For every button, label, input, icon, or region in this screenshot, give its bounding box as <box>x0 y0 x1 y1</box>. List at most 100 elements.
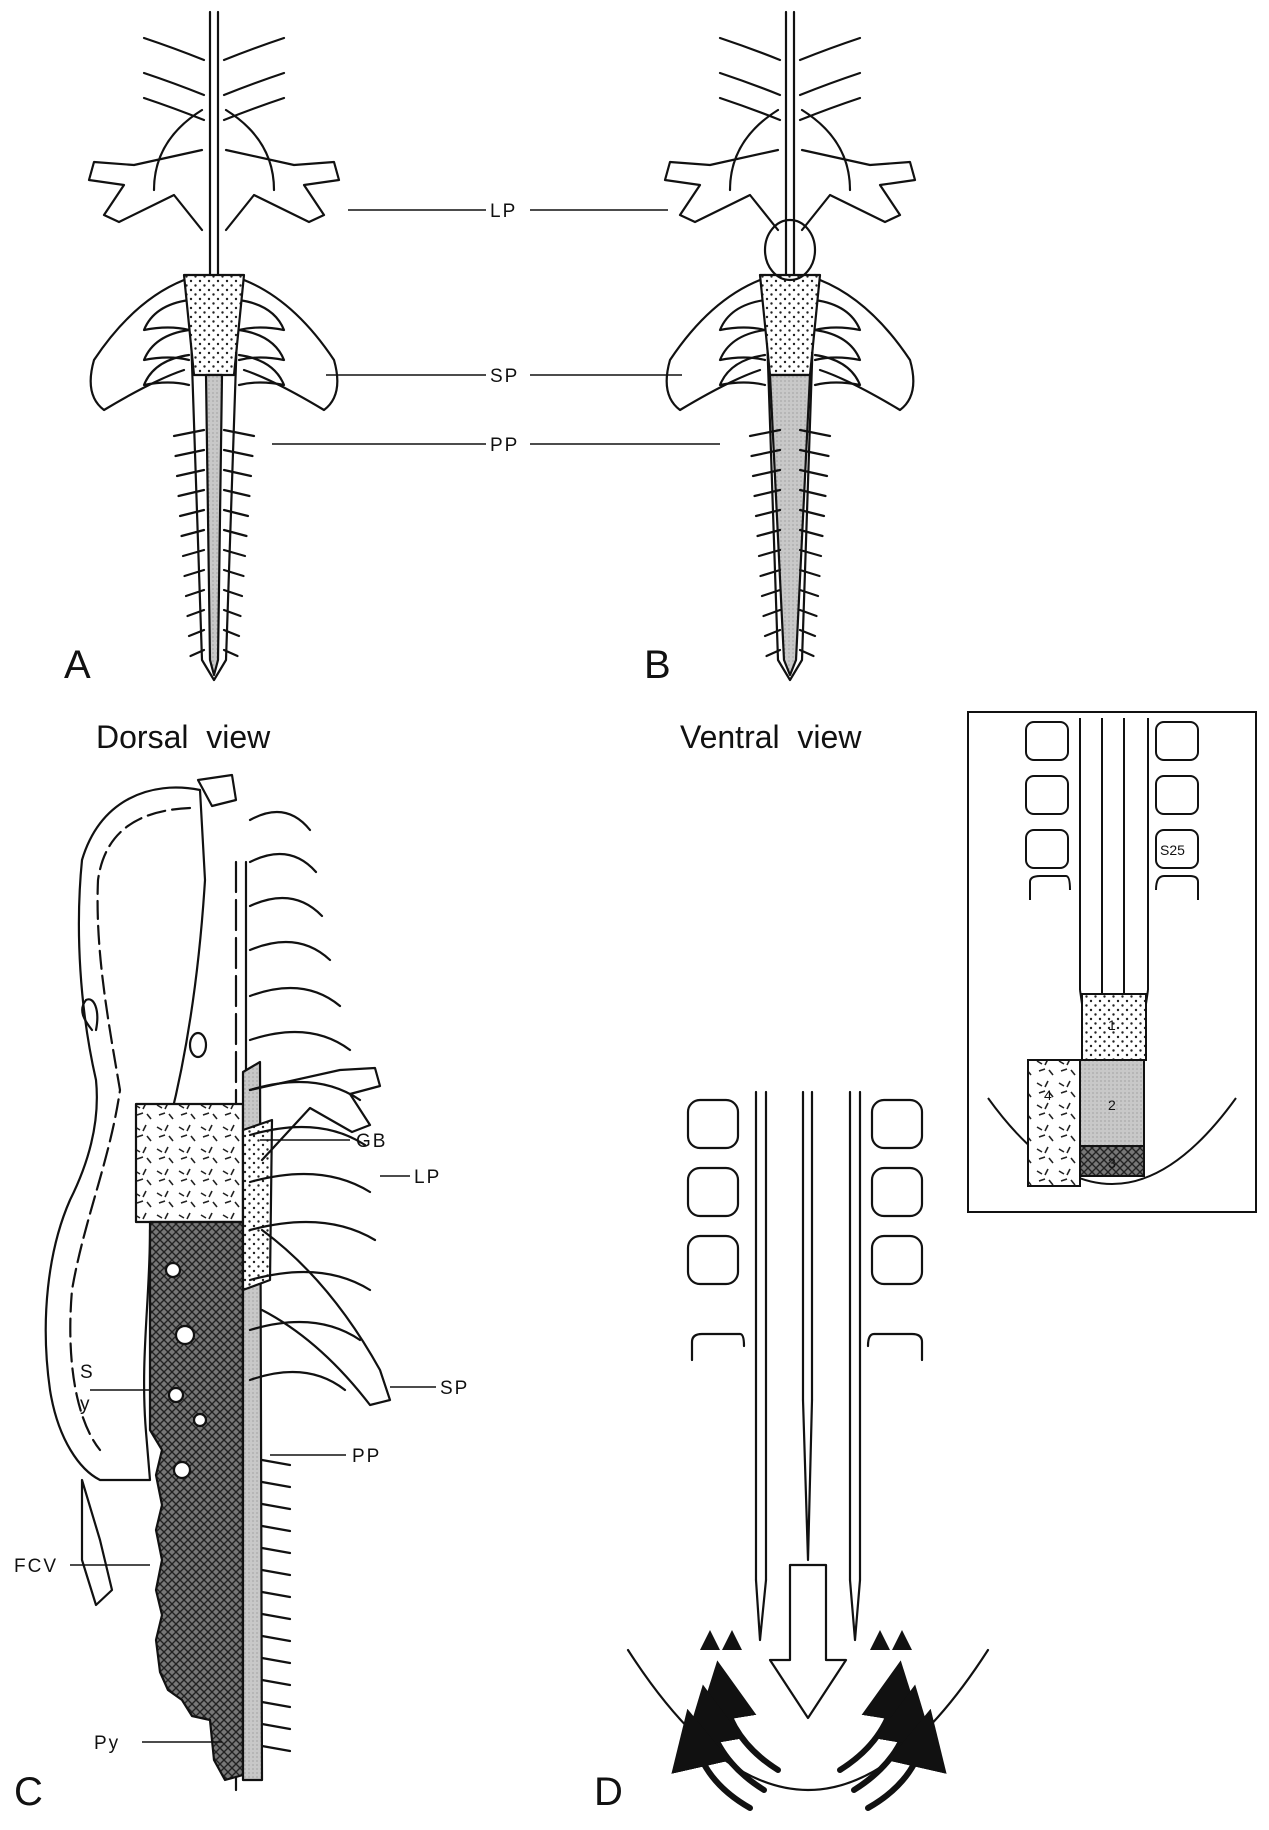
leader-lines <box>272 209 720 445</box>
caudal-process <box>757 548 823 558</box>
sp-lobe-left <box>142 298 191 332</box>
c-process <box>248 986 342 1008</box>
region-stipple <box>758 273 822 377</box>
c-caudal-process <box>260 1612 292 1621</box>
sp-lobe-left <box>142 353 191 387</box>
c-caudal-process <box>260 1524 292 1533</box>
inset-label-2: 2 <box>1108 1097 1116 1113</box>
vertebra-d-l1 <box>686 1098 740 1150</box>
c-process <box>248 1320 362 1342</box>
caudal-process <box>748 428 832 438</box>
caudal-process <box>184 588 244 598</box>
label-sy-s: S <box>80 1362 95 1383</box>
ilium-inner-dashed <box>69 806 192 1452</box>
c-caudal-process <box>260 1480 292 1489</box>
caudal-process <box>187 628 241 638</box>
panel-c-lateral-view <box>44 773 274 1792</box>
panel-letter-a: A <box>64 643 91 687</box>
c-process <box>248 896 324 918</box>
c-process <box>248 1370 347 1392</box>
panel-d-growth-diagram <box>626 1090 990 1792</box>
upper-process-right <box>222 96 286 122</box>
c-caudal-process <box>260 1458 292 1467</box>
upper-process-right <box>222 36 286 62</box>
inset-label-1: 1 <box>1108 1017 1116 1033</box>
caudal-process <box>759 568 821 578</box>
c-caudal-process <box>260 1590 292 1599</box>
caudal-process <box>754 508 826 518</box>
sp-lobe-left <box>718 353 767 387</box>
caudal-process <box>753 488 827 498</box>
caudal-process <box>756 528 824 538</box>
inset-zone-1 <box>1081 993 1147 1061</box>
inset-box <box>967 711 1257 1213</box>
label-lp-top: LP <box>490 201 517 222</box>
upper-process-right <box>222 71 286 97</box>
inset-zone-3 <box>1079 1145 1145 1177</box>
arrowhead-left-1 <box>700 1630 720 1650</box>
label-sy-y: y <box>80 1394 92 1415</box>
c-caudal-process <box>260 1634 292 1643</box>
curved-arrow-left-3 <box>671 1708 753 1811</box>
caudal-process <box>750 448 830 458</box>
caudal-process <box>189 648 239 658</box>
upper-process-left <box>142 71 206 97</box>
caudal-process <box>183 568 245 578</box>
panel-letter-c: C <box>14 1770 43 1814</box>
caudal-process <box>174 448 254 458</box>
inset-zone-4 <box>1027 1059 1081 1187</box>
region-grey <box>204 373 224 677</box>
caudal-process <box>172 428 256 438</box>
upper-process-left <box>718 71 782 97</box>
c-caudal-process <box>260 1656 292 1665</box>
c-process <box>248 1220 377 1242</box>
c-caudal-process <box>260 1678 292 1687</box>
vertebra-d-r1 <box>870 1098 924 1150</box>
label-pp-top: PP <box>490 435 519 456</box>
panel-letter-b: B <box>644 643 671 687</box>
caption-dorsal-view: Dorsal view <box>96 719 271 755</box>
region-stipple-gb <box>241 1118 274 1292</box>
label-pp-c: PP <box>352 1446 381 1467</box>
c-caudal-process <box>260 1546 292 1555</box>
lp-arch <box>152 108 276 192</box>
vertebra-d-r2 <box>870 1166 924 1218</box>
upper-process-right <box>798 96 862 122</box>
panel-a-dorsal-spine <box>87 10 341 682</box>
c-process <box>248 1030 352 1052</box>
c-process <box>248 1270 372 1292</box>
inset-label-3: 3 <box>1108 1155 1116 1171</box>
upper-process-left <box>142 36 206 62</box>
vertebra-s25 <box>1155 829 1199 869</box>
upper-process-right <box>798 71 862 97</box>
caudal-process <box>762 608 818 618</box>
region-dashed-zone-4 <box>134 1102 245 1224</box>
c-caudal-process <box>260 1722 292 1731</box>
lp-process-left <box>87 148 204 232</box>
vertebra-d-l3 <box>686 1234 740 1286</box>
panel-b-ventral-spine <box>663 10 917 682</box>
sp-process-right <box>818 278 915 412</box>
sp-lobe-right <box>237 353 286 387</box>
label-gb: GB <box>356 1131 387 1152</box>
panel-d-arrowheads <box>700 1630 912 1650</box>
sp-process-left <box>665 278 762 412</box>
inset-zone-2 <box>1079 1059 1145 1147</box>
c-lp-process <box>248 1066 382 1162</box>
sp-process-right <box>242 278 339 412</box>
caudal-process <box>760 588 820 598</box>
caudal-process <box>180 528 248 538</box>
upper-process-left <box>142 96 206 122</box>
lp-process-left <box>663 148 780 232</box>
arrowhead-right-2 <box>892 1630 912 1650</box>
panel-letter-d: D <box>594 1770 623 1814</box>
arrowhead-left-2 <box>722 1630 742 1650</box>
c-caudal-process <box>260 1700 292 1709</box>
lp-arch <box>728 108 852 192</box>
caudal-process <box>181 548 247 558</box>
label-fcv: FCV <box>14 1556 58 1577</box>
panel-c-ribs <box>248 810 392 1753</box>
vertebra-d-l2 <box>686 1166 740 1218</box>
caudal-process <box>751 468 829 478</box>
label-py: Py <box>94 1733 120 1754</box>
